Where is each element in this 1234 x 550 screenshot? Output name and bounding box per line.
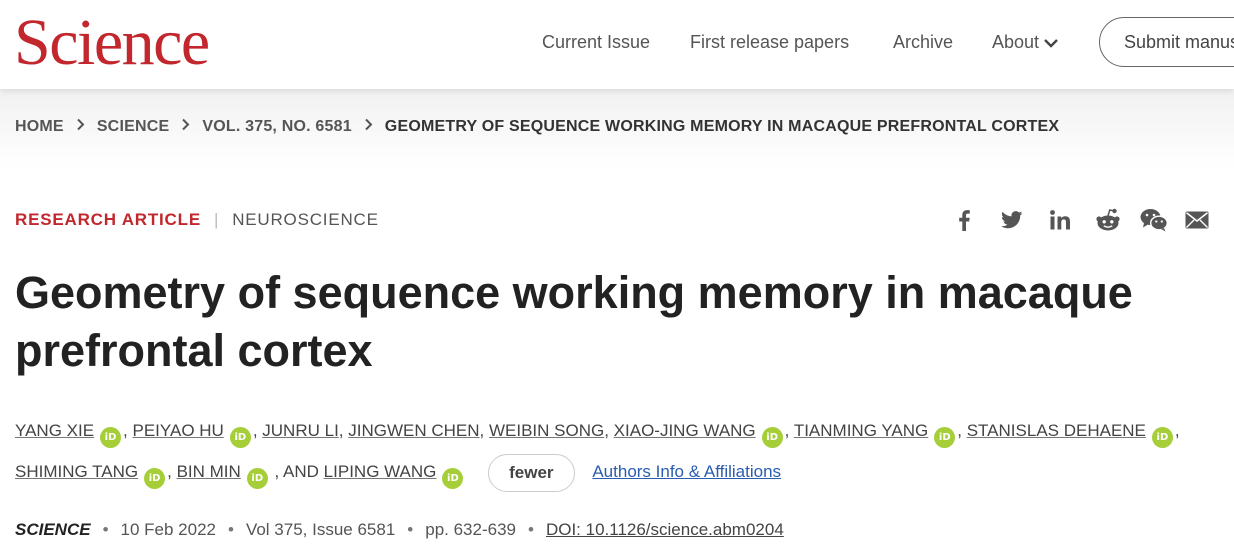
breadcrumb-current: GEOMETRY OF SEQUENCE WORKING MEMORY IN M… [384,118,1060,135]
orcid-icon[interactable]: iD [229,427,251,448]
submit-manuscript-button[interactable]: Submit manuscript [1099,17,1234,67]
separator-dot: • [102,520,109,539]
orcid-icon[interactable]: iD [442,468,464,489]
breadcrumb-science[interactable]: SCIENCE [96,118,170,135]
chevron-right-icon [76,118,85,136]
doi-link[interactable]: DOI: 10.1126/science.abm0204 [545,520,784,539]
author-name[interactable]: BIN MIN [176,462,241,481]
authors-info-link[interactable]: Authors Info & Affiliations [592,462,782,481]
article-title: Geometry of sequence working memory in m… [15,267,1133,376]
nav-archive[interactable]: Archive [893,0,953,84]
orcid-icon[interactable]: iD [761,427,783,448]
breadcrumb-volume[interactable]: VOL. 375, NO. 6581 [202,118,352,135]
fewer-authors-button[interactable]: fewer [488,453,575,492]
email-icon[interactable] [1183,206,1211,234]
author-name[interactable]: STANISLAS DEHAENE [966,421,1146,440]
author-name[interactable]: XIAO-JING WANG [613,421,756,440]
site-header: Science Current Issue First release pape… [0,0,1234,89]
author-name[interactable]: JINGWEN CHEN [348,421,480,440]
separator-dot: • [228,520,234,539]
and-text: , AND [274,462,319,481]
kicker-divider: | [213,210,220,229]
author-name[interactable]: TIANMING YANG [793,421,929,440]
volume-issue: Vol 375, Issue 6581 [245,520,396,539]
orcid-icon[interactable]: iD [934,427,956,448]
author-name[interactable]: WEIBIN SONG [488,421,605,440]
journal-name: SCIENCE [15,520,91,539]
orcid-icon[interactable]: iD [100,427,122,448]
chevron-down-icon[interactable] [1039,32,1059,53]
separator-dot: • [407,520,414,539]
twitter-icon[interactable] [998,206,1026,234]
chevron-right-icon [364,118,373,136]
publication-date: 10 Feb 2022 [120,520,216,539]
breadcrumb: HOME SCIENCE VOL. 375, NO. 6581 GEOMETRY… [15,118,1059,136]
nav-first-release[interactable]: First release papers [690,0,849,84]
nav-archive-label[interactable]: Archive [893,31,954,52]
chevron-right-icon [181,118,190,136]
reddit-icon[interactable] [1094,206,1122,234]
citation-line: SCIENCE • 10 Feb 2022 • Vol 375, Issue 6… [15,520,784,540]
facebook-icon[interactable] [950,206,978,234]
author-name[interactable]: SHIMING TANG [15,462,139,481]
separator-dot: • [528,520,534,539]
breadcrumb-band [0,89,1234,169]
nav-about-label[interactable]: About [992,31,1040,52]
orcid-icon[interactable]: iD [144,468,166,489]
article-kicker: RESEARCH ARTICLE | NEUROSCIENCE [15,210,379,230]
nav-current-issue[interactable]: Current Issue [542,0,650,84]
wechat-icon[interactable] [1140,206,1168,234]
breadcrumb-home[interactable]: HOME [15,118,64,135]
article-subject[interactable]: NEUROSCIENCE [232,210,379,229]
nav-about[interactable]: About [992,0,1059,84]
page-range: pp. 632-639 [425,520,516,539]
nav-first-release-label[interactable]: First release papers [690,31,850,52]
science-logo[interactable]: Science [14,6,210,79]
linkedin-icon[interactable] [1046,206,1074,234]
author-name[interactable]: PEIYAO HU [132,421,224,440]
author-name[interactable]: YANG XIE [15,421,95,440]
author-name[interactable]: JUNRU LI [262,421,339,440]
author-name[interactable]: LIPING WANG [323,462,437,481]
article-type[interactable]: RESEARCH ARTICLE [15,210,201,229]
orcid-icon[interactable]: iD [1151,427,1173,448]
nav-current-issue-label[interactable]: Current Issue [542,31,651,52]
orcid-icon[interactable]: iD [246,468,268,489]
